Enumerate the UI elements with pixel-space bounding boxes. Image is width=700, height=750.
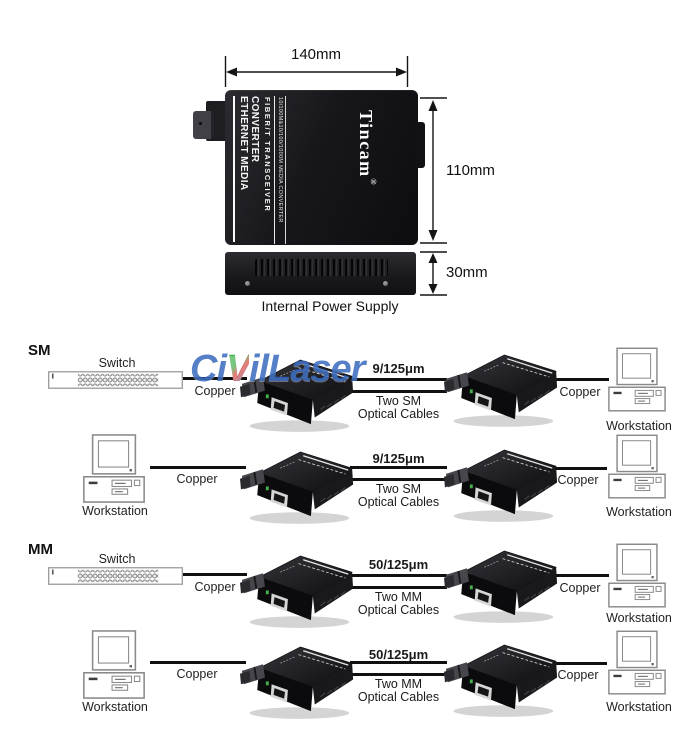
device-side-tab [416,122,425,168]
workstation-label: Workstation [82,700,148,714]
copper-link-line [551,662,607,665]
fiber-size-label: 50/125μm [368,557,429,572]
copper-label: Copper [194,580,236,594]
switch-drawing [48,371,183,389]
copper-label: Copper [557,473,599,487]
workstation-drawing [82,434,146,504]
copper-link-line [551,378,609,381]
workstation-label: Workstation [606,700,672,714]
psu-caption: Internal Power Supply [261,298,399,314]
workstation-label: Workstation [606,611,672,625]
workstation-drawing [608,543,666,609]
sc-fiber-connector-tip [193,111,214,139]
height-dimension-arrow [420,97,447,244]
fiber-size-label: 9/125μm [372,451,425,466]
workstation-label: Workstation [606,505,672,519]
psu-screw [383,281,388,286]
media-converter [240,548,355,630]
copper-label: Copper [176,472,218,486]
optical-cable-line [350,390,447,393]
copper-link-line [150,466,246,469]
fiber-size-label: 9/125μm [372,361,425,376]
psu-dimension-label: 30mm [446,264,488,281]
switch-label: Switch [98,356,136,370]
copper-link-line [551,467,607,470]
optical-cable-line [350,673,447,676]
brand-logo: Tincam® [356,110,378,189]
device-title: ETHERNET MEDIA CONVERTER [238,96,260,191]
width-dimension-label: 140mm [290,46,342,63]
optical-cable-line [350,661,447,664]
media-converter [240,639,355,721]
watermark-accent-letter: V [226,348,250,390]
psu-dimension-arrow [420,251,447,296]
media-converter-photo [225,90,418,245]
copper-link-line [551,574,609,577]
optical-cable-line [350,586,447,589]
copper-link-line [183,573,247,576]
copper-label: Copper [557,668,599,682]
optical-cable-line [350,574,447,577]
device-subtitle: FIBER/T TRANSCEIVER [261,96,275,244]
connector-hole [199,122,202,125]
civillaser-watermark: CiVilLaser [190,348,365,390]
section-label-sm: SM [28,342,51,359]
workstation-drawing [608,347,666,413]
workstation-label: Workstation [606,419,672,433]
copper-link-line [183,377,247,380]
height-dimension-label: 110mm [446,162,495,179]
copper-label: Copper [194,384,236,398]
copper-link-line [150,661,246,664]
workstation-drawing [608,630,666,696]
switch-label: Switch [98,552,136,566]
workstation-drawing [608,434,666,500]
optical-cable-line [350,478,447,481]
psu-vent-slots [255,259,388,276]
section-label-mm: MM [28,541,53,558]
media-converter [444,637,559,719]
copper-label: Copper [559,581,601,595]
device-faceplate-text: ETHERNET MEDIA CONVERTER FIBER/T TRANSCE… [233,96,286,244]
power-supply-photo [225,252,416,295]
workstation-drawing [82,630,146,700]
device-spec-text: 10/100M&10/100/1000M MEDIA CONVERTER [275,96,286,244]
workstation-label: Workstation [82,504,148,518]
width-dimension-arrow [224,56,409,87]
media-converter [444,543,559,625]
media-converter [240,444,355,526]
optical-cable-line [350,466,447,469]
registered-mark: ® [369,177,378,189]
media-converter [444,347,559,429]
copper-label: Copper [559,385,601,399]
optical-cable-line [350,378,447,381]
psu-screw [245,281,250,286]
copper-label: Copper [176,667,218,681]
fiber-size-label: 50/125μm [368,647,429,662]
media-converter [444,442,559,524]
switch-drawing [48,567,183,585]
